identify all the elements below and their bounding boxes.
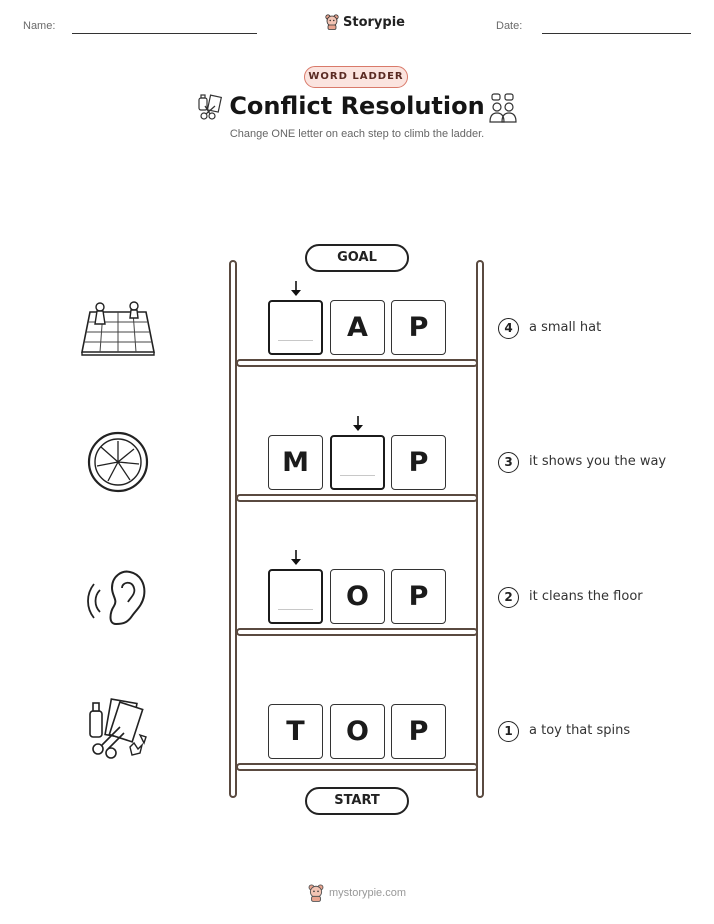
letter-tile: P	[391, 569, 446, 624]
name-line[interactable]	[72, 33, 257, 34]
craft-kit-icon	[198, 94, 223, 120]
letter-blank-input[interactable]	[330, 435, 385, 490]
ladder-right-rail	[476, 260, 484, 798]
brand: Storypie	[325, 14, 405, 30]
letter-tile: P	[391, 704, 446, 759]
bear-logo-icon	[308, 884, 324, 902]
ladder-rung	[236, 494, 478, 502]
letter-tile: O	[330, 569, 385, 624]
arrow-down-icon	[291, 550, 301, 565]
step-clue: a toy that spins	[529, 723, 631, 738]
start-label: START	[305, 787, 409, 815]
letter-tile: T	[268, 704, 323, 759]
ladder-left-rail	[229, 260, 237, 798]
blank-write-line	[340, 475, 375, 476]
step-number: 1	[498, 721, 519, 742]
letter-tile: A	[330, 300, 385, 355]
step-number: 3	[498, 452, 519, 473]
blank-write-line	[278, 609, 313, 610]
date-label: Date:	[496, 20, 523, 32]
board-game-icon	[81, 301, 155, 356]
name-label: Name:	[23, 20, 56, 32]
ladder-rung	[236, 628, 478, 636]
step-clue: a small hat	[529, 320, 602, 335]
letter-blank-input[interactable]	[268, 300, 323, 355]
worksheet-type-badge: WORD LADDER	[304, 66, 408, 88]
instructions: Change ONE letter on each step to climb …	[229, 128, 485, 140]
bear-logo-icon	[325, 14, 339, 30]
letter-tile: P	[391, 435, 446, 490]
letter-tile: P	[391, 300, 446, 355]
footer: mystorypie.com	[0, 884, 714, 902]
step-clue: it shows you the way	[529, 454, 667, 469]
orange-slice-icon	[87, 431, 149, 493]
date-line[interactable]	[542, 33, 691, 34]
step-number: 4	[498, 318, 519, 339]
two-people-talking-icon	[489, 93, 517, 123]
blank-write-line	[278, 340, 313, 341]
letter-tile: M	[268, 435, 323, 490]
page-title: Conflict Resolution	[229, 92, 485, 120]
ladder-rung	[236, 359, 478, 367]
step-number: 2	[498, 587, 519, 608]
letter-tile: O	[330, 704, 385, 759]
brand-name: Storypie	[343, 14, 405, 30]
arrow-down-icon	[291, 281, 301, 296]
ladder-rung	[236, 763, 478, 771]
ear-icon	[87, 570, 146, 626]
arrow-down-icon	[353, 416, 363, 431]
craft-supplies-icon	[89, 698, 147, 759]
goal-label: GOAL	[305, 244, 409, 272]
letter-blank-input[interactable]	[268, 569, 323, 624]
step-clue: it cleans the floor	[529, 589, 643, 604]
footer-url[interactable]: mystorypie.com	[328, 887, 407, 899]
